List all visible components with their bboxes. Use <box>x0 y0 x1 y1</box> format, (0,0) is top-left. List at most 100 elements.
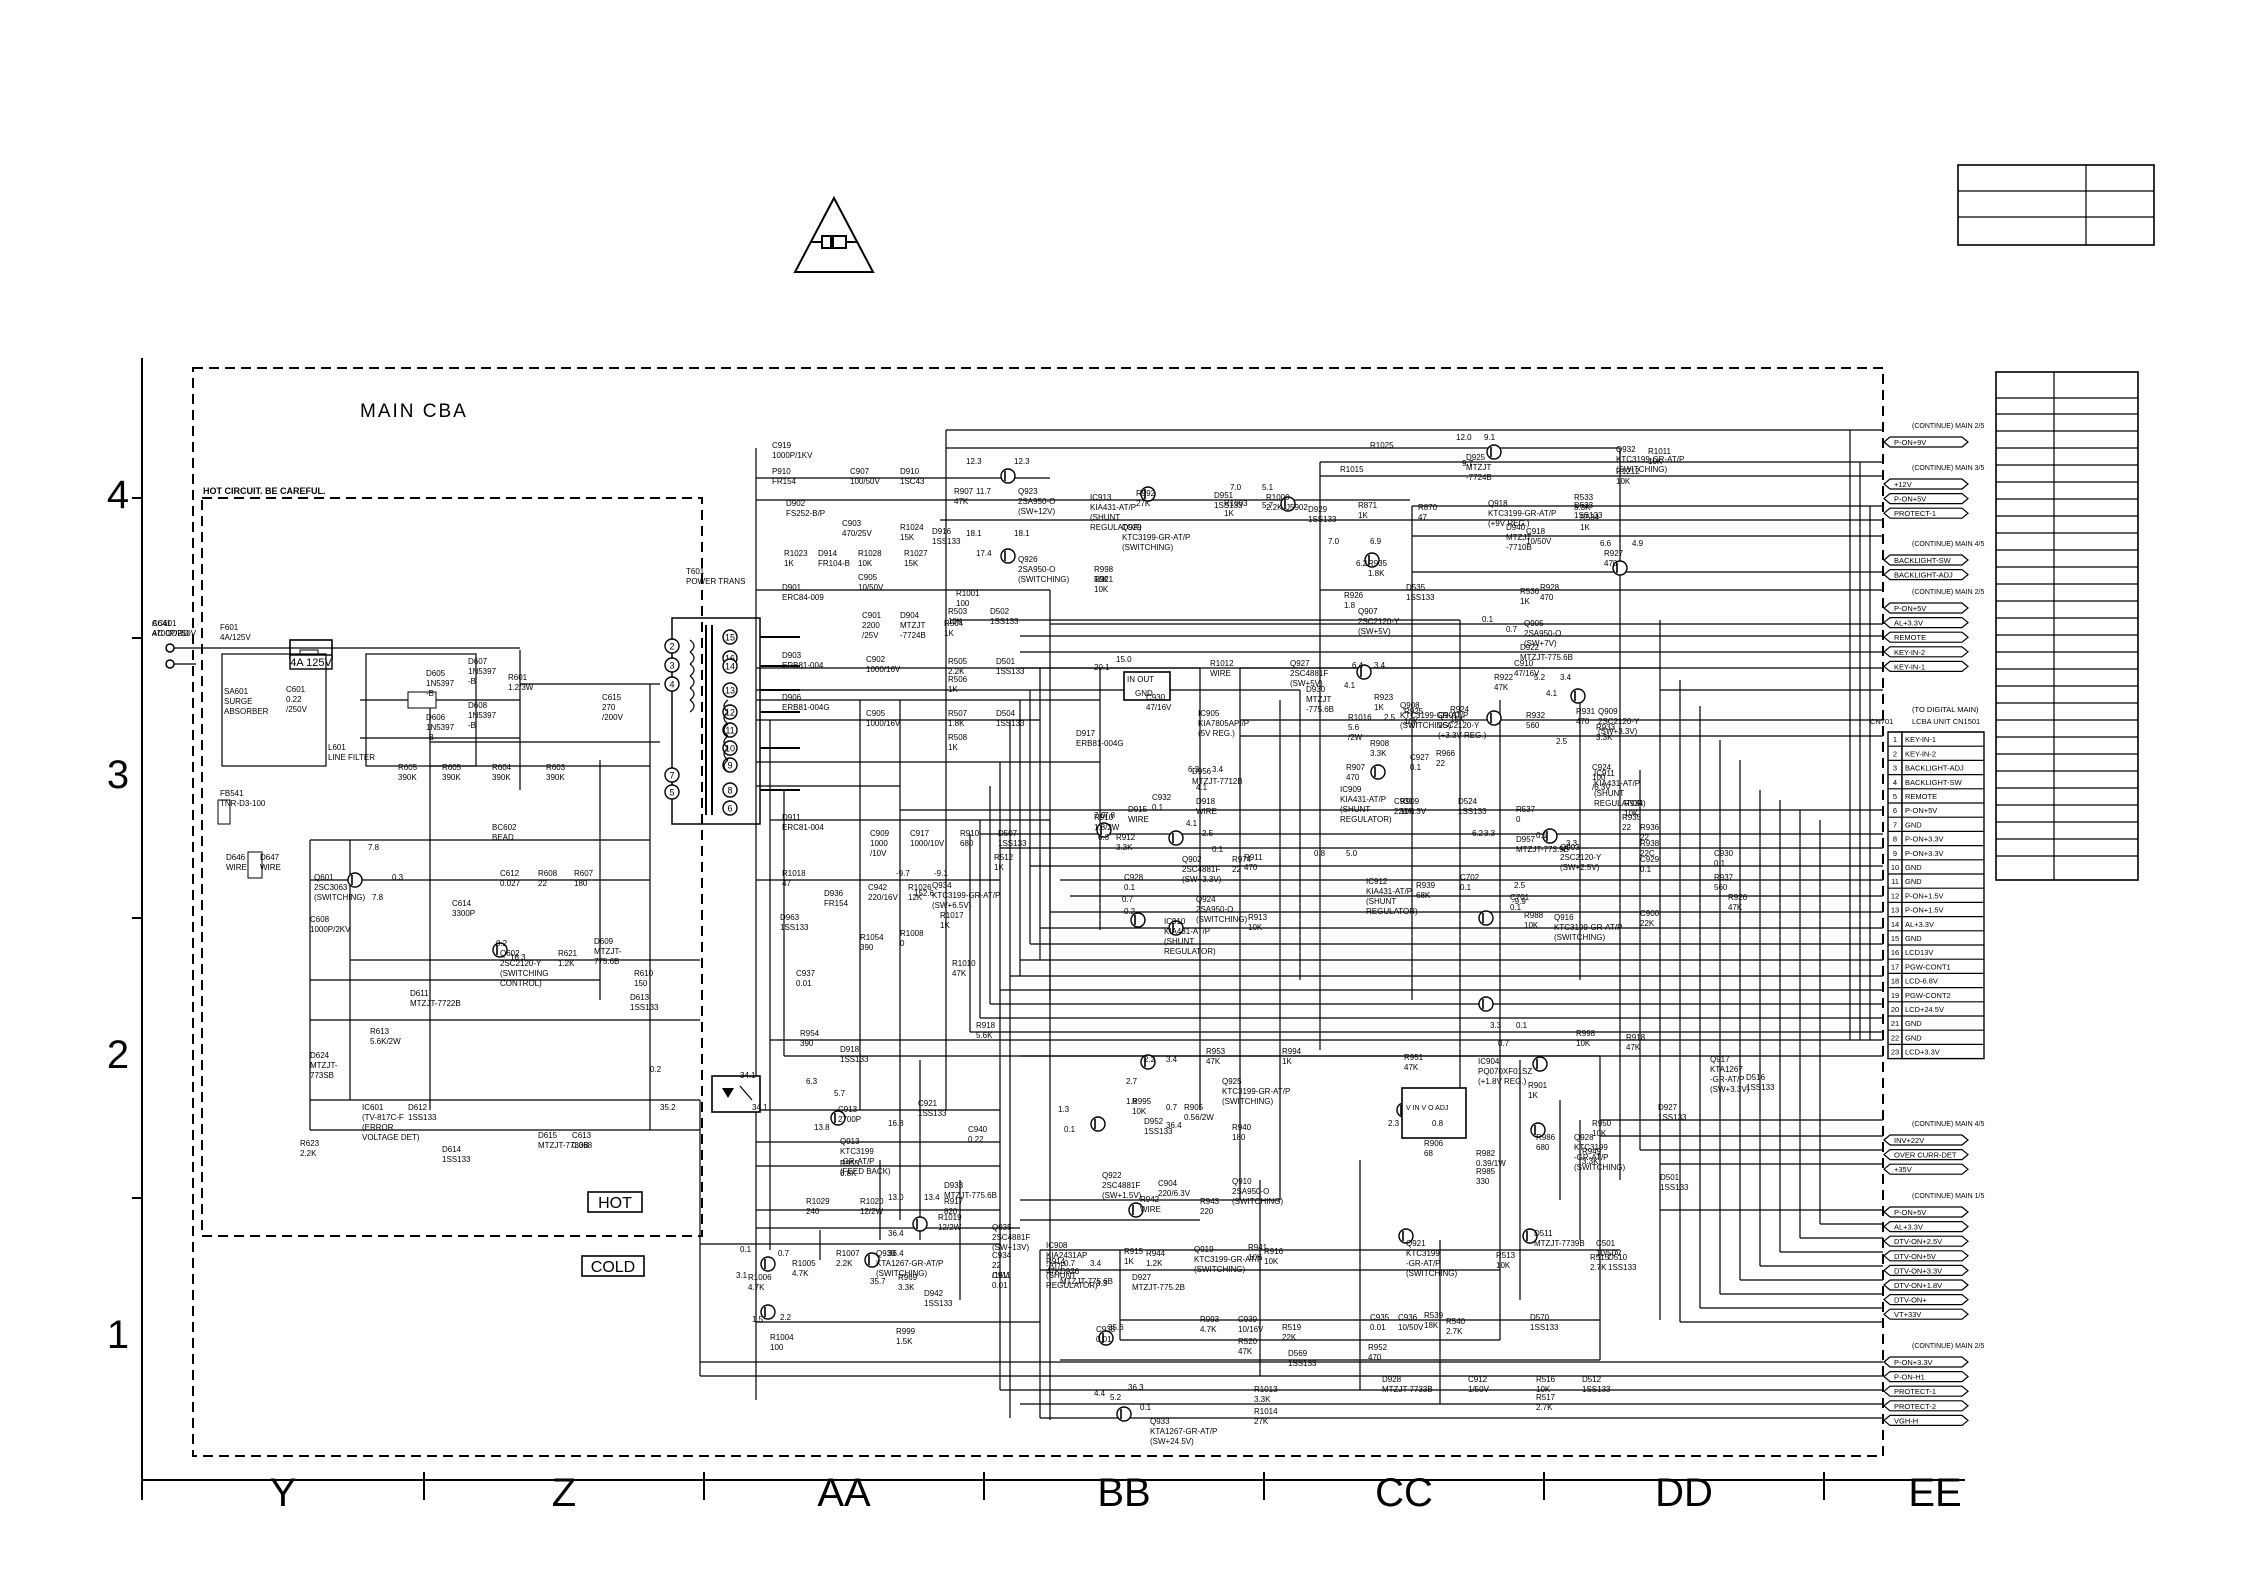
part-label: WIRE <box>260 863 281 872</box>
part-label: D507 <box>998 829 1018 838</box>
part-label: (SHUNT <box>1366 897 1396 906</box>
part-label: R999 <box>896 1327 916 1336</box>
part-label: R918 <box>1626 1033 1646 1042</box>
part-label: C936 <box>1398 1313 1418 1322</box>
connector-pin-number: 5 <box>1893 792 1897 801</box>
part-label: Q927 <box>1290 659 1310 668</box>
voltage-reading: 35.2 <box>660 1103 676 1112</box>
part-label: 2.7K <box>1446 1327 1463 1336</box>
voltage-reading: 3.4 <box>1212 765 1224 774</box>
off-page-signal: P-ON+9V <box>1894 438 1926 447</box>
part-label: 1SS133 <box>1608 1263 1637 1272</box>
part-label: 2SC2120-Y <box>1358 617 1400 626</box>
part-label: 1K <box>948 685 958 694</box>
part-label: D624 <box>310 1051 330 1060</box>
part-label: (SWITCHING) <box>1616 465 1667 474</box>
part-label: C612 <box>500 869 520 878</box>
part-label: 1SS133 <box>780 923 809 932</box>
part-label: 1SS133 <box>996 719 1025 728</box>
part-label: 470 <box>1244 863 1258 872</box>
voltage-reading: 0.7 <box>1506 625 1518 634</box>
part-label: FB541 <box>220 789 244 798</box>
part-label: FR154 <box>772 477 797 486</box>
part-label: 47K <box>1626 1043 1641 1052</box>
svg-text:V IN V O ADJ: V IN V O ADJ <box>1406 1105 1448 1112</box>
svg-text:10: 10 <box>725 744 735 754</box>
part-label: D647 <box>260 853 280 862</box>
connector-pin-number: 14 <box>1891 920 1899 929</box>
part-label: 2SA950-O <box>1196 905 1233 914</box>
part-label: MTZJT <box>900 621 925 630</box>
part-label: C501 <box>1596 1239 1616 1248</box>
part-label: 180 <box>1232 1133 1246 1142</box>
part-label: R912 <box>1116 833 1136 842</box>
part-label: 4A/125V <box>220 633 251 642</box>
part-label: WIRE <box>1196 807 1217 816</box>
part-label: C930 <box>1714 849 1734 858</box>
voltage-reading: 4.9 <box>1632 539 1644 548</box>
part-label: 3300P <box>452 909 475 918</box>
part-label: 1000P/2KV <box>310 925 351 934</box>
part-label: (SWITCHING) <box>1018 575 1069 584</box>
part-label: 2SA950-O <box>1232 1187 1269 1196</box>
part-label: C929 <box>1640 855 1660 864</box>
part-label: 1SS133 <box>1458 807 1487 816</box>
part-label: 1SS133 <box>1144 1127 1173 1136</box>
part-label: -B <box>426 733 434 742</box>
part-label: D502 <box>990 607 1010 616</box>
part-label: (SHUNT <box>1164 937 1194 946</box>
part-label: 10K <box>1094 575 1109 584</box>
part-label: R1000 <box>1266 493 1290 502</box>
off-page-arrow-icon <box>1883 478 1969 490</box>
part-label: 773SB <box>310 1071 334 1080</box>
voltage-reading: 20.1 <box>1094 663 1110 672</box>
part-label: 1000/16V <box>866 665 901 674</box>
part-label: R944 <box>1146 1249 1166 1258</box>
ic601-optocoupler-icon <box>711 1075 761 1113</box>
voltage-reading: 12.3 <box>1014 457 1030 466</box>
part-label: C608 <box>310 915 330 924</box>
voltage-reading: 7.0 <box>1094 811 1106 820</box>
part-label: IC909 <box>1340 785 1362 794</box>
part-label: 100/50V <box>850 477 880 486</box>
part-label: 0.1 <box>1510 903 1522 912</box>
part-label: R503 <box>948 607 968 616</box>
part-label: Q924 <box>1196 895 1216 904</box>
part-label: R520 <box>1238 1337 1258 1346</box>
off-page-signal: DTV-ON+2.5V <box>1894 1237 1942 1246</box>
voltage-reading: 6.4 <box>1352 661 1364 670</box>
off-page-arrow-icon <box>1883 1250 1969 1262</box>
part-label: 10/50V <box>1398 1323 1424 1332</box>
off-page-arrow-icon <box>1883 1414 1969 1427</box>
connector-pin-number: 13 <box>1891 906 1899 915</box>
svg-text:6: 6 <box>727 804 732 814</box>
part-label: IC905 <box>1198 709 1220 718</box>
part-label: 0.1 <box>1460 883 1472 892</box>
part-label: MTZJT-775.6B <box>944 1191 997 1200</box>
part-label: R1020 <box>860 1197 884 1206</box>
voltage-reading: 7.8 <box>1104 811 1116 820</box>
svg-text:4: 4 <box>669 680 674 690</box>
part-label: 10K <box>1576 1039 1591 1048</box>
hot-circuit-region <box>201 497 703 1237</box>
voltage-reading: 0.1 <box>1482 615 1494 624</box>
voltage-reading: 36.4 <box>1166 1121 1182 1130</box>
part-label: 47K <box>1238 1347 1253 1356</box>
off-page-signal: DTV-ON+1.8V <box>1894 1281 1942 1290</box>
part-label: R1006 <box>748 1273 772 1282</box>
connector-pin-number: 3 <box>1893 764 1897 773</box>
part-label: 1K <box>1282 1057 1292 1066</box>
voltage-reading: 2.2 <box>780 1313 792 1322</box>
part-label: R1018 <box>782 869 806 878</box>
part-label: IC913 <box>1090 493 1112 502</box>
voltage-reading: 3.3 <box>1490 1021 1502 1030</box>
part-label: 150 <box>634 979 648 988</box>
part-label: 1K <box>944 629 954 638</box>
voltage-reading: 16.8 <box>888 1119 904 1128</box>
part-label: 100 <box>956 599 970 608</box>
voltage-reading: 0.7 <box>1064 1259 1076 1268</box>
part-label: 0.01 <box>796 979 812 988</box>
voltage-reading: 6.3 <box>1188 765 1200 774</box>
off-page-signal: P-ON+5V <box>1894 1208 1926 1217</box>
part-label: 47/16V <box>1514 669 1540 678</box>
